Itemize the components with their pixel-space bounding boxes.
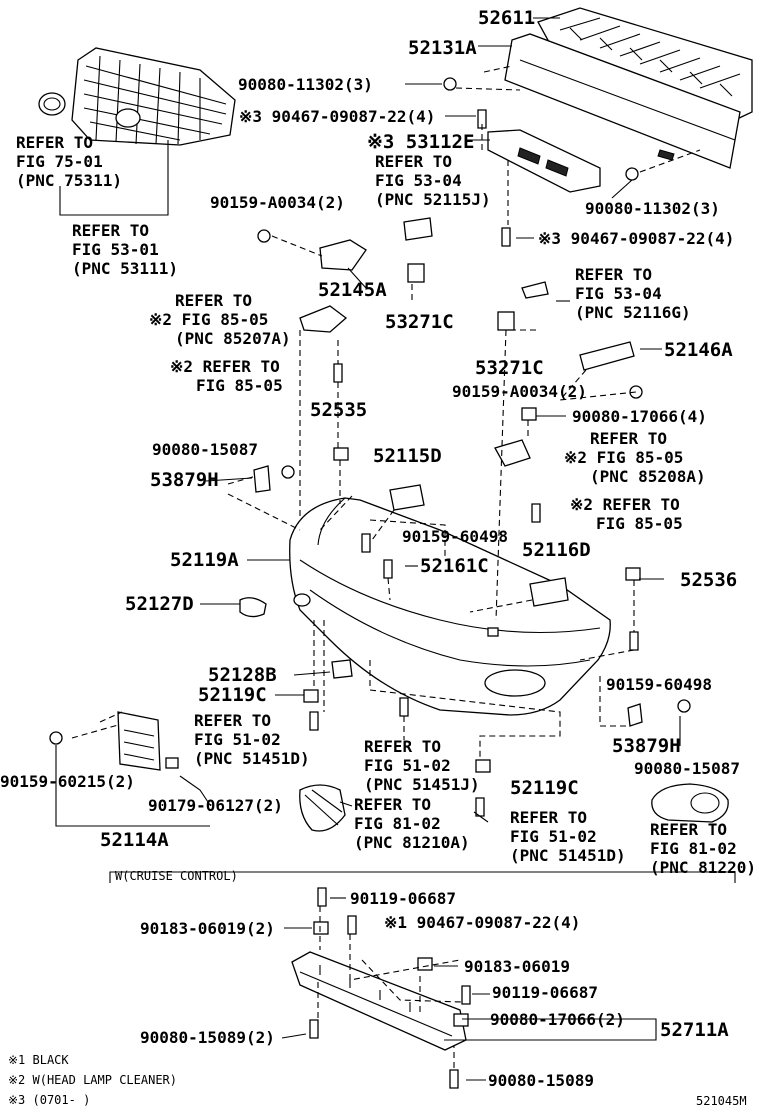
callout: 52114A [100, 829, 169, 851]
callout: (PNC 52116G) [575, 303, 691, 322]
callout: (PNC 75311) [16, 171, 122, 190]
callout: 90080-15087 [152, 440, 258, 459]
callout: 90080-15089(2) [140, 1028, 275, 1047]
bolt-icon [49, 77, 691, 1089]
footnote: ※1 BLACK [8, 1053, 69, 1067]
callout: REFER TO [194, 711, 271, 730]
footnote: ※3 (0701- ) [8, 1093, 90, 1107]
callout: 90159-60498 [402, 527, 508, 546]
callout: 52711A [660, 1019, 729, 1041]
callout: REFER TO [590, 429, 667, 448]
callout: REFER TO [375, 152, 452, 171]
callout: 52536 [680, 569, 737, 591]
callout: 52611 [478, 7, 535, 29]
callout: 90080-15089 [488, 1071, 594, 1090]
callout: 90080-17066(4) [572, 407, 707, 426]
callout: REFER TO [575, 265, 652, 284]
callout: REFER TO [175, 291, 252, 310]
callout: 90119-06687 [350, 889, 456, 908]
callout: REFER TO [650, 820, 727, 839]
callout: 52128B [208, 664, 277, 686]
illustration-code: 521045M [696, 1094, 747, 1108]
callout: (PNC 81220) [650, 858, 756, 877]
callout: FIG 53-01 [72, 240, 159, 259]
callout: 52131A [408, 37, 477, 59]
callout: REFER TO [16, 133, 93, 152]
callout: FIG 81-02 [354, 814, 441, 833]
callout: FIG 81-02 [650, 839, 737, 858]
callout: 90080-17066(2) [490, 1010, 625, 1029]
callout: ※2 FIG 85-05 [149, 310, 268, 329]
callout: REFER TO [354, 795, 431, 814]
callout: 52115D [373, 445, 442, 467]
callout: FIG 51-02 [510, 827, 597, 846]
callout: 52119C [198, 684, 267, 706]
callout: 53879H [150, 469, 219, 491]
callout: 90119-06687 [492, 983, 598, 1002]
callout: (PNC 53111) [72, 259, 178, 278]
callout: 52145A [318, 279, 387, 301]
grille-icon [71, 47, 236, 146]
callout: (PNC 51451D) [194, 749, 310, 768]
callout: 52127D [125, 593, 194, 615]
callout: 90080-15087 [634, 759, 740, 778]
callout: REFER TO [510, 808, 587, 827]
callout: ※2 REFER TO [570, 495, 680, 514]
callout: ※3 90467-09087-22(4) [239, 107, 435, 126]
fog-lamp-icon [239, 597, 729, 832]
callout: (PNC 51451D) [510, 846, 626, 865]
callout: FIG 51-02 [364, 756, 451, 775]
callout: 52119C [510, 777, 579, 799]
clip-icon [303, 263, 641, 1027]
bracket-icon [117, 711, 179, 771]
callout: 53271C [385, 311, 454, 333]
bracket-icon [253, 217, 643, 727]
callout: (PNC 85207A) [175, 329, 291, 348]
callout: 90183-06019 [464, 957, 570, 976]
callout: FIG 51-02 [194, 730, 281, 749]
callout: 90159-60498 [606, 675, 712, 694]
callout: FIG 75-01 [16, 152, 103, 171]
callout: REFER TO [364, 737, 441, 756]
callout: 52116D [522, 539, 591, 561]
callout: FIG 85-05 [196, 376, 283, 395]
callout: (PNC 51451J) [364, 775, 480, 794]
callout: 52535 [310, 399, 367, 421]
callout: FIG 53-04 [375, 171, 462, 190]
callout: (PNC 52115J) [375, 190, 491, 209]
emblem-icon [38, 92, 66, 116]
bracket-icon [487, 129, 601, 193]
callout: (PNC 85208A) [590, 467, 706, 486]
footnotes: ※1 BLACK ※2 W(HEAD LAMP CLEANER) ※3 (070… [8, 1053, 177, 1107]
callout: 52146A [664, 339, 733, 361]
callout: 52119A [170, 549, 239, 571]
callout: ※2 FIG 85-05 [564, 448, 683, 467]
callout: 90080-11302(3) [238, 75, 373, 94]
leader-lines [55, 17, 736, 1081]
callout: 53271C [475, 357, 544, 379]
callout: FIG 53-04 [575, 284, 662, 303]
callout: 90159-A0034(2) [452, 382, 587, 401]
callout: ※3 53112E [367, 131, 474, 153]
callout: 90159-60215(2) [0, 772, 135, 791]
callout: 90159-A0034(2) [210, 193, 345, 212]
callout-labels: 52611 52131A 90080-11302(3) ※3 90467-090… [0, 7, 756, 1090]
callout: ※2 REFER TO [170, 357, 280, 376]
callout: ※1 90467-09087-22(4) [384, 913, 580, 932]
callout: 53879H [612, 735, 681, 757]
callout: 52161C [420, 555, 489, 577]
callout: 90080-11302(3) [585, 199, 720, 218]
callout: (PNC 81210A) [354, 833, 470, 852]
callout: ※3 90467-09087-22(4) [538, 229, 734, 248]
callout: 90183-06019(2) [140, 919, 275, 938]
footnote: ※2 W(HEAD LAMP CLEANER) [8, 1073, 177, 1087]
callout: FIG 85-05 [596, 514, 683, 533]
section-title: W(CRUISE CONTROL) [115, 869, 238, 883]
callout: 90179-06127(2) [148, 796, 283, 815]
callout: REFER TO [72, 221, 149, 240]
